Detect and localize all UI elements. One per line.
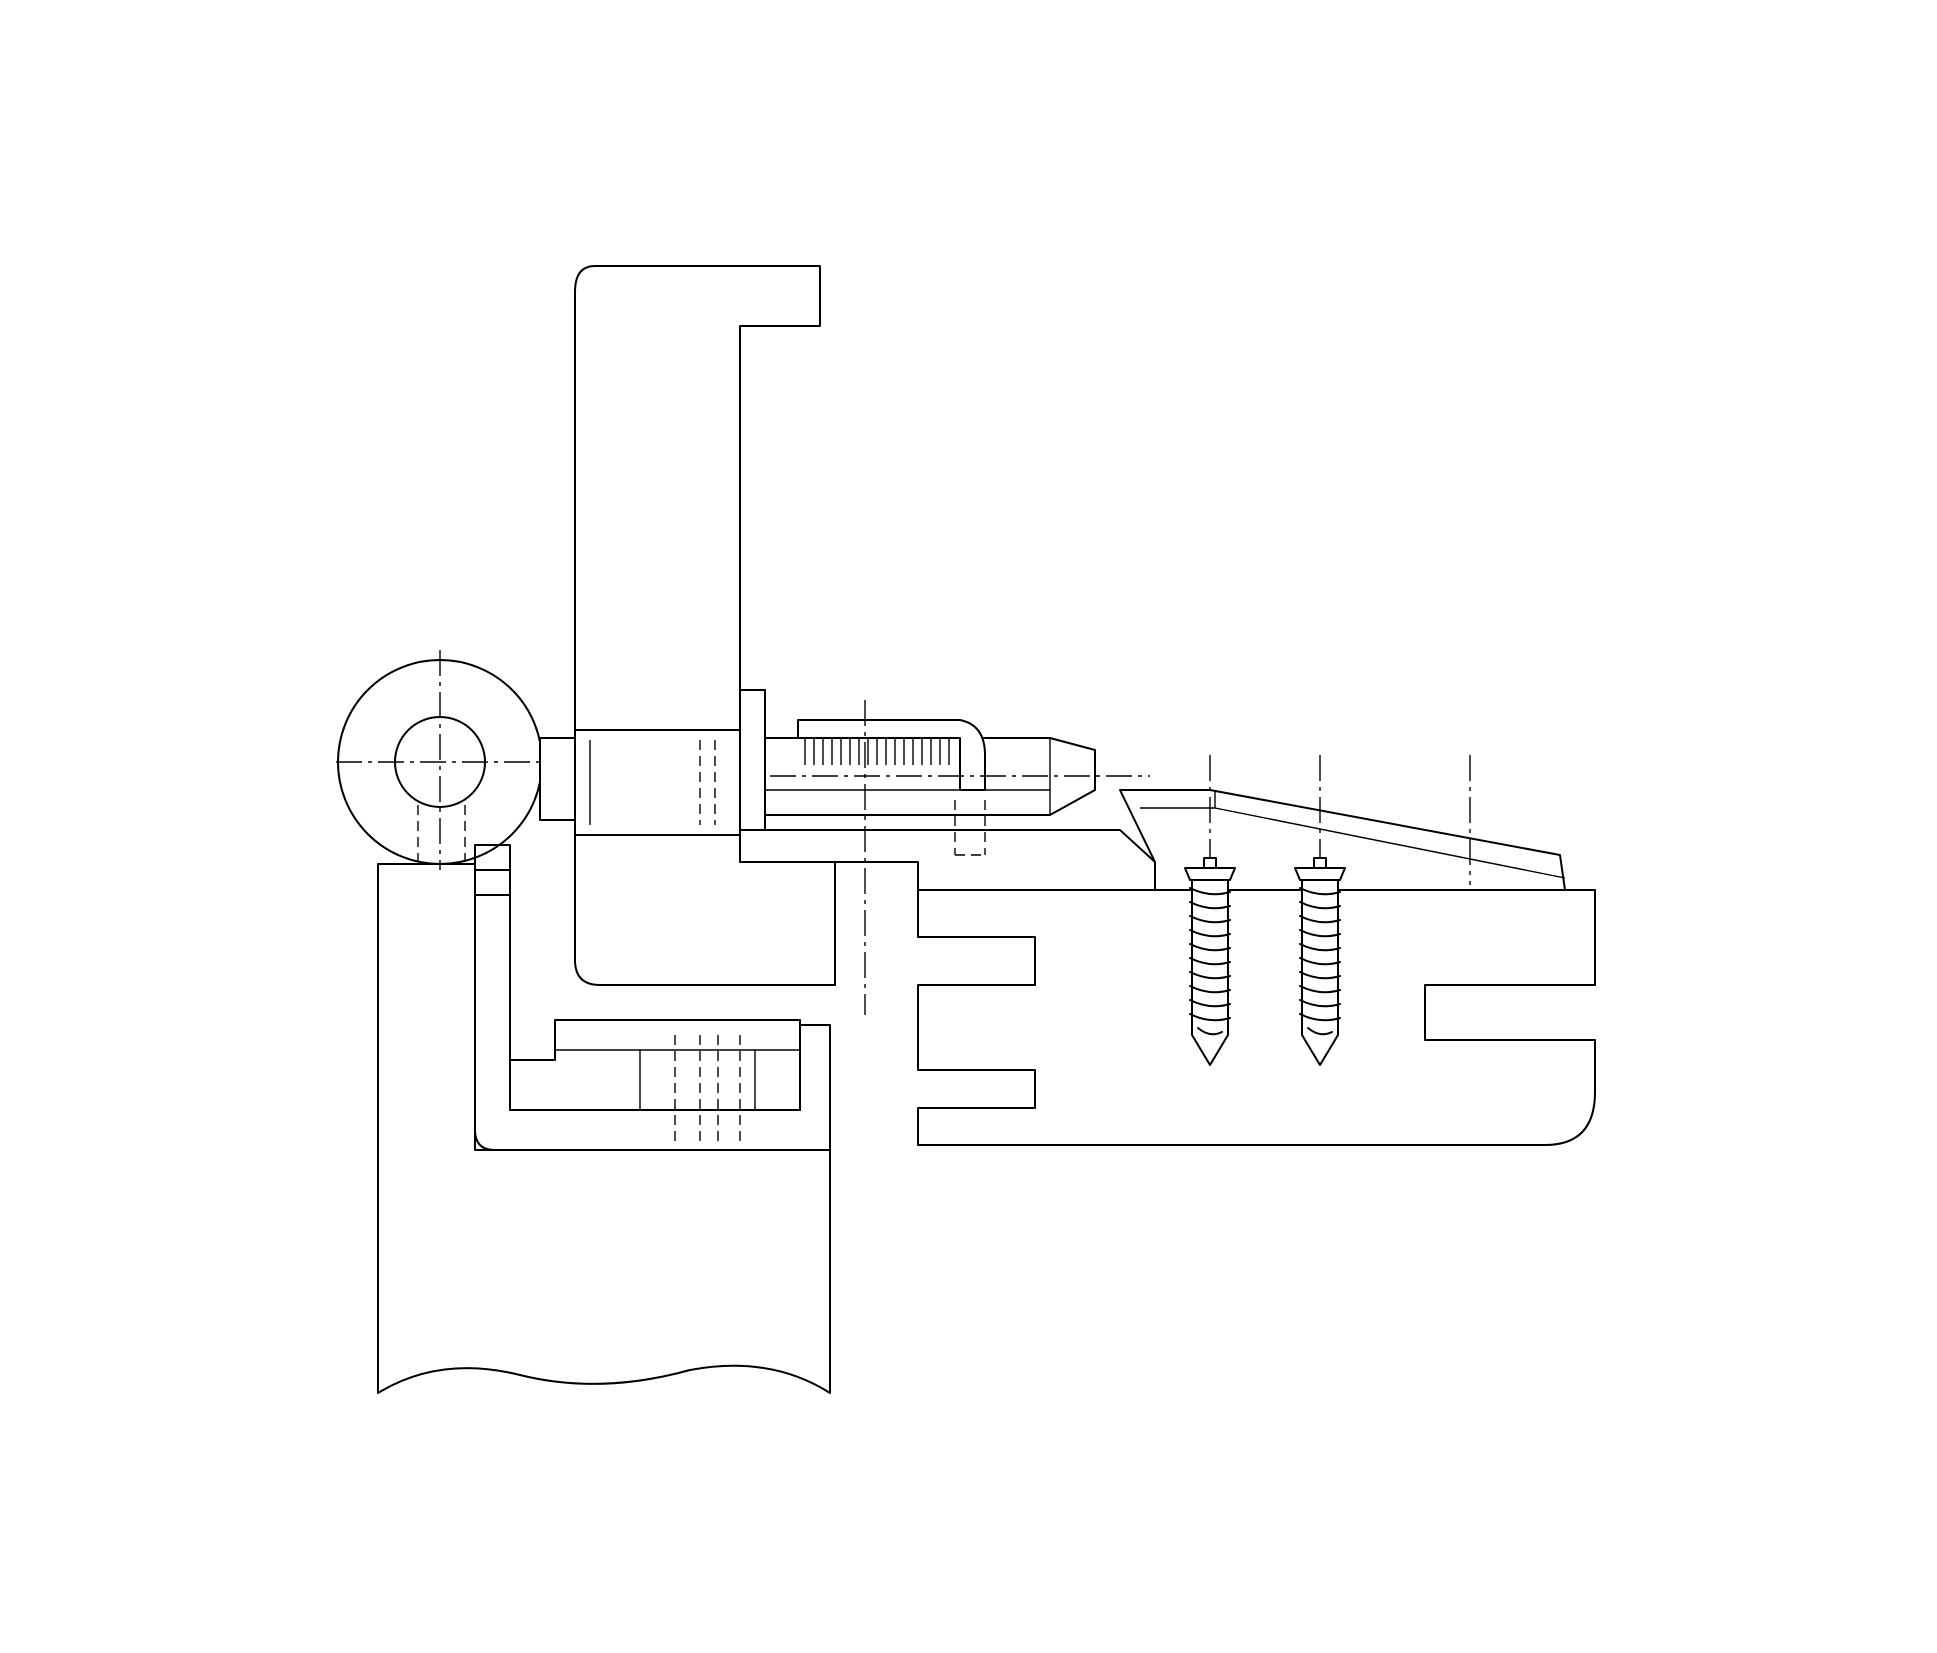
wood-screws [1184, 857, 1346, 1066]
upper-frame-section [574, 265, 836, 986]
door-bracket [509, 1019, 801, 1111]
door-leaf-section [377, 863, 831, 1394]
right-panel-section [917, 889, 1596, 1146]
wood-screw [1294, 857, 1346, 1066]
hinge-flange [739, 689, 766, 831]
wood-screw [1184, 857, 1236, 1066]
adjusting-screw [797, 719, 986, 791]
adjusting-screw-threads [804, 738, 950, 765]
